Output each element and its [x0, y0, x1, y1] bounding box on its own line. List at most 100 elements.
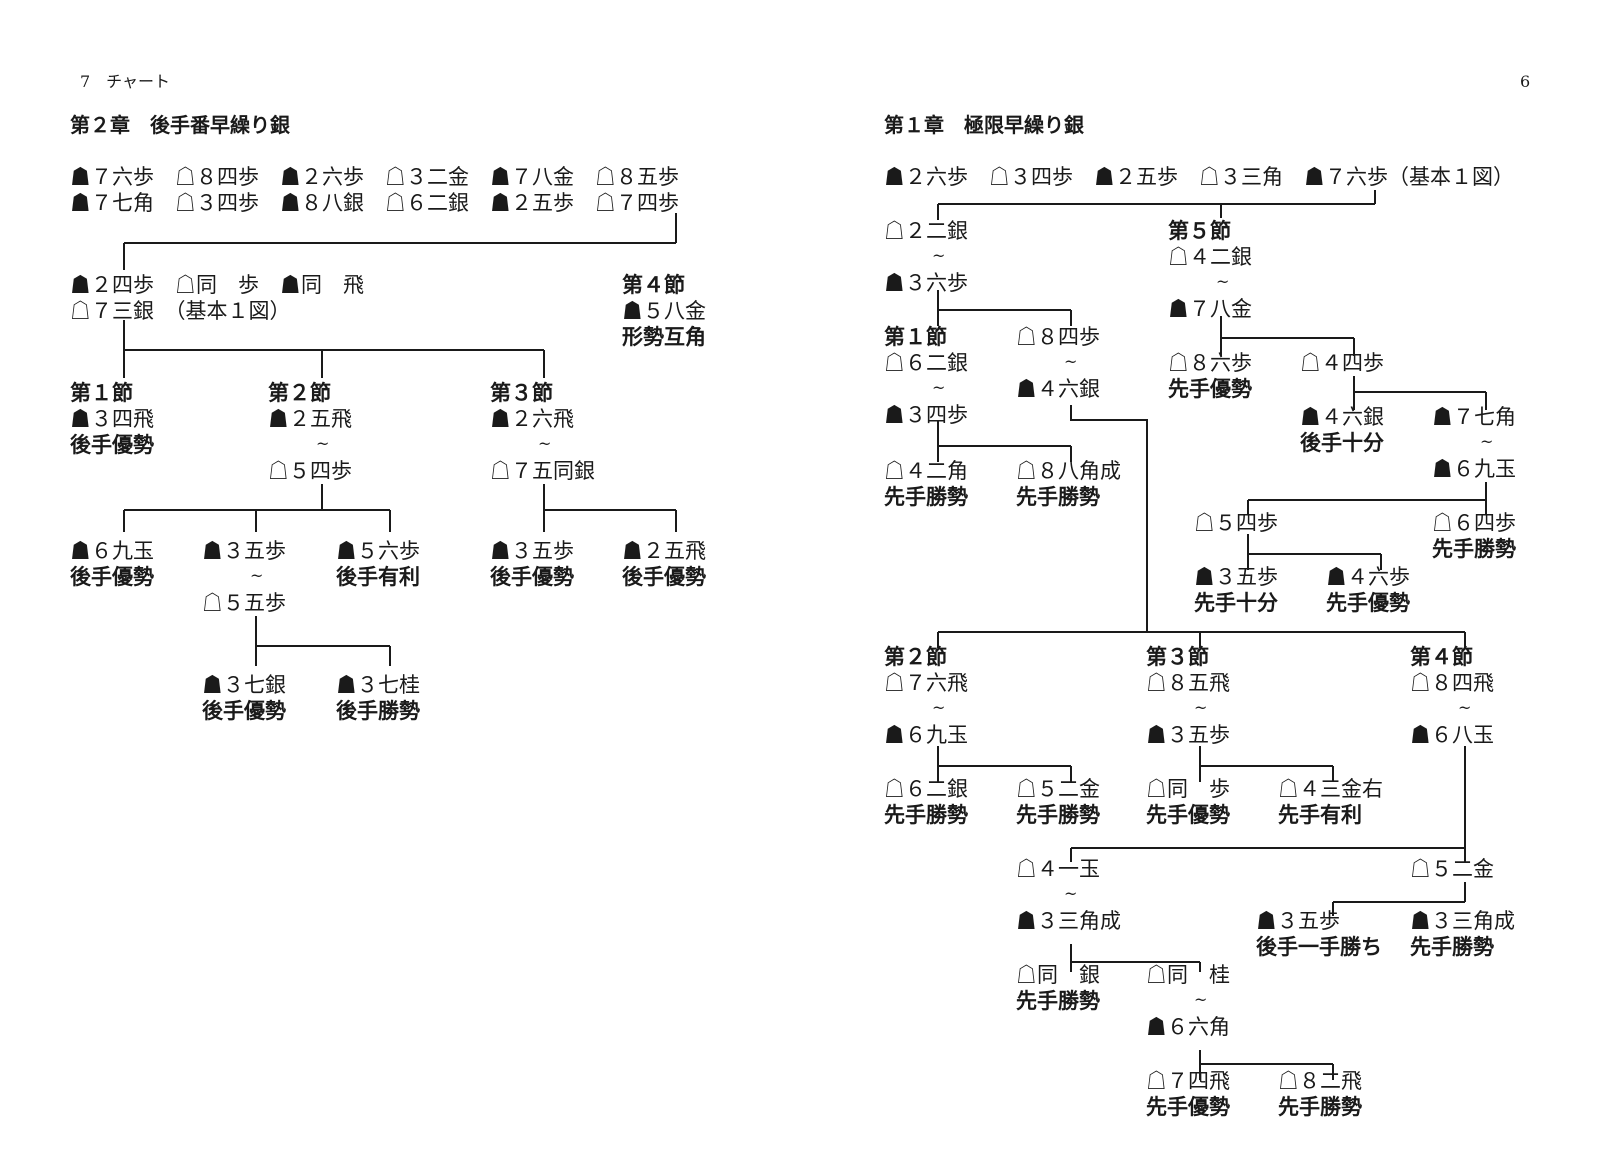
move-line: ☗３五歩 — [1256, 909, 1340, 933]
chapter-title: 第１章 極限早繰り銀 — [884, 113, 1084, 137]
evaluation-label: 先手優勢 — [1168, 377, 1252, 401]
page-number: 6 — [1520, 72, 1531, 91]
evaluation-label: 先手勝勢 — [1278, 1095, 1362, 1119]
continuation-mark: ~ — [1064, 884, 1078, 903]
move-line: ☖８二飛 — [1278, 1069, 1362, 1093]
move-line: ☗４六歩 — [1326, 565, 1410, 589]
section-label: 第４節 — [1410, 645, 1473, 669]
move-line: ☗３四飛 — [70, 407, 154, 431]
move-line: ☖７五同銀 — [490, 459, 595, 483]
continuation-mark: ~ — [1064, 352, 1078, 371]
move-line: ☖同 歩 — [1146, 777, 1230, 801]
move-line: ☗３五歩 — [202, 539, 286, 563]
move-line: ☖７三銀 （基本１図） — [70, 299, 291, 323]
continuation-mark: ~ — [1194, 698, 1208, 717]
evaluation-label: 後手優勢 — [202, 699, 286, 723]
continuation-mark: ~ — [932, 698, 946, 717]
evaluation-label: 先手優勢 — [1326, 591, 1410, 615]
move-line: ☗６八玉 — [1410, 723, 1494, 747]
continuation-mark: ~ — [316, 434, 330, 453]
evaluation-label: 先手勝勢 — [884, 803, 968, 827]
evaluation-label: 先手十分 — [1194, 591, 1278, 615]
move-line: ☖７四飛 — [1146, 1069, 1230, 1093]
continuation-mark: ~ — [1458, 698, 1472, 717]
move-line: ☖５四歩 — [268, 459, 352, 483]
move-line: ☖８六歩 — [1168, 351, 1252, 375]
continuation-mark: ~ — [538, 434, 552, 453]
move-line: ☖５二金 — [1410, 857, 1494, 881]
evaluation-label: 後手一手勝ち — [1256, 935, 1382, 959]
move-line: ☗６九玉 — [70, 539, 154, 563]
section-label: 第３節 — [490, 381, 553, 405]
move-line: ☖２二銀 — [884, 219, 968, 243]
move-line: ☖８五飛 — [1146, 671, 1230, 695]
section-label: 第２節 — [268, 381, 331, 405]
move-line: ☗３五歩 — [490, 539, 574, 563]
running-header: 7 チャート — [80, 72, 171, 91]
move-line: ☗５六歩 — [336, 539, 420, 563]
continuation-mark: ~ — [932, 246, 946, 265]
move-line: ☗３三角成 — [1016, 909, 1121, 933]
continuation-mark: ~ — [250, 566, 264, 585]
evaluation-label: 先手勝勢 — [1410, 935, 1494, 959]
move-line: ☖６二銀 — [884, 777, 968, 801]
continuation-mark: ~ — [1216, 272, 1230, 291]
move-line: ☖５五歩 — [202, 591, 286, 615]
evaluation-label: 先手有利 — [1278, 803, 1362, 827]
move-line: ☗３三角成 — [1410, 909, 1515, 933]
continuation-mark: ~ — [932, 378, 946, 397]
move-line: ☖同 桂 — [1146, 963, 1230, 987]
move-line: ☗２六飛 — [490, 407, 574, 431]
evaluation-label: 後手勝勢 — [336, 699, 420, 723]
move-line: ☗６九玉 — [884, 723, 968, 747]
move-line: ☗４六銀 — [1016, 377, 1100, 401]
section-label: 第１節 — [70, 381, 133, 405]
evaluation-label: 先手勝勢 — [1016, 803, 1100, 827]
move-line: ☖４四歩 — [1300, 351, 1384, 375]
evaluation-label: 後手優勢 — [490, 565, 574, 589]
move-line: ☗７六歩 ☖８四歩 ☗２六歩 ☖３二金 ☗７八金 ☖８五歩 — [70, 165, 679, 189]
evaluation-label: 形勢互角 — [622, 325, 706, 349]
move-line: ☖８四飛 — [1410, 671, 1494, 695]
evaluation-label: 先手勝勢 — [1016, 989, 1100, 1013]
move-line: ☗６九玉 — [1432, 457, 1516, 481]
chapter-title: 第２章 後手番早繰り銀 — [70, 113, 290, 137]
move-line: ☖８八角成 — [1016, 459, 1121, 483]
section-label: 第２節 — [884, 645, 947, 669]
move-line: ☗２五飛 — [622, 539, 706, 563]
move-line: ☗３五歩 — [1146, 723, 1230, 747]
move-line: ☖同 銀 — [1016, 963, 1100, 987]
section-label: 第３節 — [1146, 645, 1209, 669]
evaluation-label: 先手勝勢 — [1016, 485, 1100, 509]
move-line: ☖５四歩 — [1194, 511, 1278, 535]
move-line: ☖７六飛 — [884, 671, 968, 695]
evaluation-label: 先手優勢 — [1146, 1095, 1230, 1119]
move-line: ☗５八金 — [622, 299, 706, 323]
evaluation-label: 先手勝勢 — [1432, 537, 1516, 561]
move-line: ☖４一玉 — [1016, 857, 1100, 881]
evaluation-label: 後手十分 — [1300, 431, 1384, 455]
connector-line — [1070, 405, 1148, 632]
move-line: ☖４二角 — [884, 459, 968, 483]
move-line: ☗６六角 — [1146, 1015, 1230, 1039]
move-line: ☗７八金 — [1168, 297, 1252, 321]
move-line: ☖５二金 — [1016, 777, 1100, 801]
section-label: 第１節 — [884, 325, 947, 349]
continuation-mark: ~ — [1194, 990, 1208, 1009]
move-line: ☗７七角 ☖３四歩 ☗８八銀 ☖６二銀 ☗２五歩 ☖７四歩 — [70, 191, 679, 215]
move-line: ☗７七角 — [1432, 405, 1516, 429]
move-line: ☖６四歩 — [1432, 511, 1516, 535]
move-line: ☗２六歩 ☖３四歩 ☗２五歩 ☖３三角 ☗７六歩（基本１図） — [884, 165, 1514, 189]
evaluation-label: 後手優勢 — [622, 565, 706, 589]
move-line: ☗３五歩 — [1194, 565, 1278, 589]
move-line: ☗４六銀 — [1300, 405, 1384, 429]
evaluation-label: 後手有利 — [336, 565, 420, 589]
evaluation-label: 後手優勢 — [70, 433, 154, 457]
section-label: 第５節 — [1168, 219, 1231, 243]
move-line: ☗３七銀 — [202, 673, 286, 697]
move-line: ☖４二銀 — [1168, 245, 1252, 269]
move-line: ☗３四歩 — [884, 403, 968, 427]
continuation-mark: ~ — [1480, 432, 1494, 451]
move-line: ☖６二銀 — [884, 351, 968, 375]
